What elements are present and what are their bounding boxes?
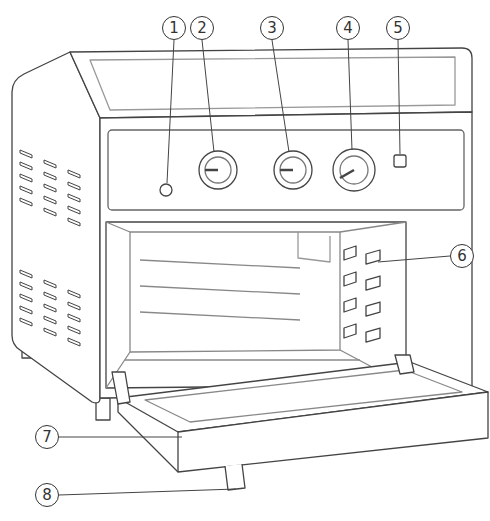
side-vents xyxy=(20,150,80,346)
cavity-edge xyxy=(340,222,406,232)
oven-cavity xyxy=(106,222,406,388)
callout-number: 5 xyxy=(393,21,403,36)
knob-pointer xyxy=(205,169,218,172)
heating-cover xyxy=(298,232,330,262)
power-indicator xyxy=(160,184,172,196)
leader-lines xyxy=(59,40,450,495)
light-button xyxy=(394,155,406,167)
callout-circle: 2 xyxy=(190,16,214,40)
callout-number: 8 xyxy=(42,488,52,503)
knob-ring xyxy=(205,157,231,183)
door-edge xyxy=(118,398,178,472)
cavity-back-wall xyxy=(130,232,340,352)
callout-circle: 5 xyxy=(386,16,410,40)
door-edge xyxy=(178,392,488,472)
callout-circle: 1 xyxy=(162,16,186,40)
callout-number: 7 xyxy=(42,430,52,445)
callout-number: 3 xyxy=(267,21,277,36)
temperature-knob xyxy=(199,151,237,189)
function-knob xyxy=(274,151,312,189)
timer-knob xyxy=(333,149,375,191)
knob-pointer xyxy=(280,169,293,172)
knob-pointer xyxy=(340,170,354,178)
callout-number: 2 xyxy=(197,21,207,36)
knob-ring xyxy=(280,157,306,183)
callout-circle: 8 xyxy=(35,483,59,507)
control-panel xyxy=(108,130,464,210)
oven-side xyxy=(12,52,100,403)
callout-number: 1 xyxy=(169,21,179,36)
callout-number: 4 xyxy=(343,21,353,36)
oven-top xyxy=(70,48,472,118)
door-handle xyxy=(225,464,245,490)
cavity-edge xyxy=(106,222,130,232)
door-hinge xyxy=(395,355,414,374)
rack-rails xyxy=(125,246,380,360)
callout-circle: 3 xyxy=(260,16,284,40)
oven-front xyxy=(100,112,472,398)
callout-circle: 6 xyxy=(450,244,474,268)
knob-ring xyxy=(340,156,368,184)
callout-circle: 7 xyxy=(35,425,59,449)
door-hinge xyxy=(112,372,130,404)
callout-circle: 4 xyxy=(336,16,360,40)
callout-number: 6 xyxy=(457,249,467,264)
top-panel xyxy=(90,57,455,110)
